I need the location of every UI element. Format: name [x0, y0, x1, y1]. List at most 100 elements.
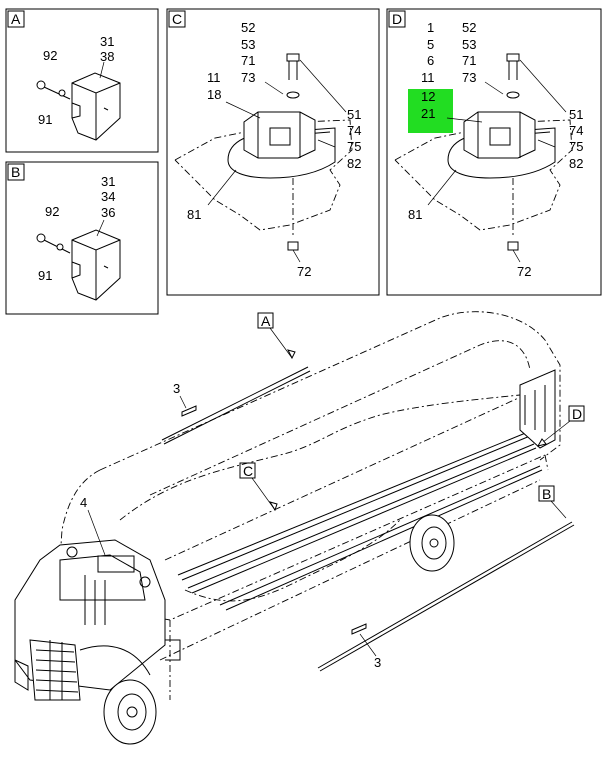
- callout-4: 4: [80, 495, 87, 510]
- tag-c: C: [243, 463, 253, 479]
- callout-12[interactable]: 12: [421, 89, 435, 104]
- panel-c-leader-73: [264, 81, 284, 95]
- panel-d-letter: D: [392, 11, 402, 27]
- panel-c-frame: [166, 8, 380, 296]
- bus-rear-windows: [524, 385, 546, 432]
- panel-d-leader-51: [519, 59, 567, 113]
- callout-72: 72: [517, 264, 531, 279]
- callout-5: 5: [427, 37, 434, 52]
- panel-d: D 1 5 6 11 12 21 52 53: [386, 8, 602, 296]
- callout-21[interactable]: 21: [421, 106, 435, 121]
- callout-53: 53: [462, 37, 476, 52]
- panel-b-frame: [5, 161, 159, 315]
- callout-92: 92: [45, 204, 59, 219]
- decal-3-top: [181, 405, 197, 417]
- callout-73: 73: [462, 70, 476, 85]
- panel-c-leader-72: [292, 249, 301, 263]
- callout-72: 72: [297, 264, 311, 279]
- panel-b-letter: B: [11, 164, 20, 180]
- callout-36: 36: [101, 205, 115, 220]
- floor-channels: [177, 431, 543, 611]
- bus-illustration: [14, 311, 561, 745]
- panel-d-leader-73: [484, 81, 504, 95]
- tag-a-box: [257, 312, 274, 329]
- callout-52: 52: [241, 20, 255, 35]
- bus-front-cab: [14, 539, 166, 701]
- panel-c-leader-81: [207, 169, 237, 206]
- callout-31: 31: [101, 174, 115, 189]
- tag-d-box: [568, 405, 585, 422]
- panel-d-leader-72: [512, 249, 521, 263]
- panel-c-bolt: [286, 53, 300, 99]
- highlight-box[interactable]: [408, 89, 453, 133]
- strip-a-bar: [161, 366, 309, 441]
- panel-a-letter-box: [7, 10, 25, 28]
- tag-b: B: [542, 486, 551, 502]
- callout-3-top: 3: [173, 381, 180, 396]
- callout-51: 51: [347, 107, 361, 122]
- bus-skirt: [159, 479, 541, 661]
- callout-4-leader: [87, 509, 106, 556]
- decal-3-bottom: [351, 623, 367, 635]
- bus-body-edges: [169, 454, 549, 700]
- panel-c-letter-box: [168, 10, 186, 28]
- floor-cut-wave: [119, 394, 521, 521]
- callout-75: 75: [347, 139, 361, 154]
- strip-b: B 3: [317, 485, 575, 672]
- tag-d-group: D: [536, 405, 585, 447]
- panel-c: C 52 53 71 73 11 18: [166, 8, 380, 296]
- callout-18: 18: [207, 87, 221, 102]
- strip-a: A 3: [161, 312, 311, 445]
- panel-a-frame: [5, 8, 159, 153]
- panel-b-leader-31: [96, 219, 105, 237]
- panel-d-frame: [386, 8, 602, 296]
- panel-a-bolt: [36, 80, 71, 100]
- strip-b-bar-edge: [319, 524, 575, 672]
- panel-d-leader-75: [537, 139, 556, 148]
- panel-c-leader-51: [299, 59, 347, 113]
- callout-11: 11: [421, 70, 435, 85]
- panel-d-bolt: [506, 53, 520, 99]
- strip-a-bar-edge: [163, 370, 311, 445]
- panel-d-leader-21: [446, 117, 483, 123]
- tag-c-group: C: [239, 462, 278, 512]
- floor-cut-lower: [184, 519, 401, 602]
- callout-3-bottom-leader: [359, 633, 377, 657]
- panel-b-bracket: [71, 229, 121, 301]
- panel-c-leader-18: [225, 101, 261, 119]
- callout-82: 82: [347, 156, 361, 171]
- bus-rear: [519, 369, 556, 449]
- callout-91: 91: [38, 268, 52, 283]
- callout-1: 1: [427, 20, 434, 35]
- panel-c-leader-75: [317, 139, 336, 148]
- callout-53: 53: [241, 37, 255, 52]
- bus-side-panel: [165, 639, 181, 661]
- panel-d-channel: [447, 111, 556, 179]
- panel-b: B 31 34 36 92 91: [5, 161, 159, 315]
- callout-4-group: 4: [80, 495, 106, 556]
- front-wheel: [103, 679, 157, 745]
- bus-roof-inner: [149, 340, 531, 496]
- callout-71: 71: [241, 53, 255, 68]
- callout-6: 6: [427, 53, 434, 68]
- panel-d-nut: [507, 178, 519, 251]
- tag-a-arrow: [287, 349, 296, 360]
- tag-d: D: [572, 406, 582, 422]
- callout-71: 71: [462, 53, 476, 68]
- panel-a: A 31 38 92 91: [5, 8, 159, 153]
- panel-d-leader-81: [427, 169, 457, 206]
- bus-roof-outline: [99, 311, 561, 471]
- tag-c-arrow: [268, 501, 278, 512]
- panel-a-leader-31: [99, 61, 105, 79]
- panel-d-letter-box: [388, 10, 406, 28]
- panel-c-nut: [287, 178, 299, 251]
- callout-74: 74: [347, 123, 361, 138]
- tag-d-arrow: [536, 438, 547, 447]
- tag-b-leader: [550, 500, 567, 519]
- callout-73: 73: [241, 70, 255, 85]
- panel-c-channel: [227, 111, 336, 179]
- callout-75: 75: [569, 139, 583, 154]
- callout-51: 51: [569, 107, 583, 122]
- panel-a-bracket: [71, 72, 121, 141]
